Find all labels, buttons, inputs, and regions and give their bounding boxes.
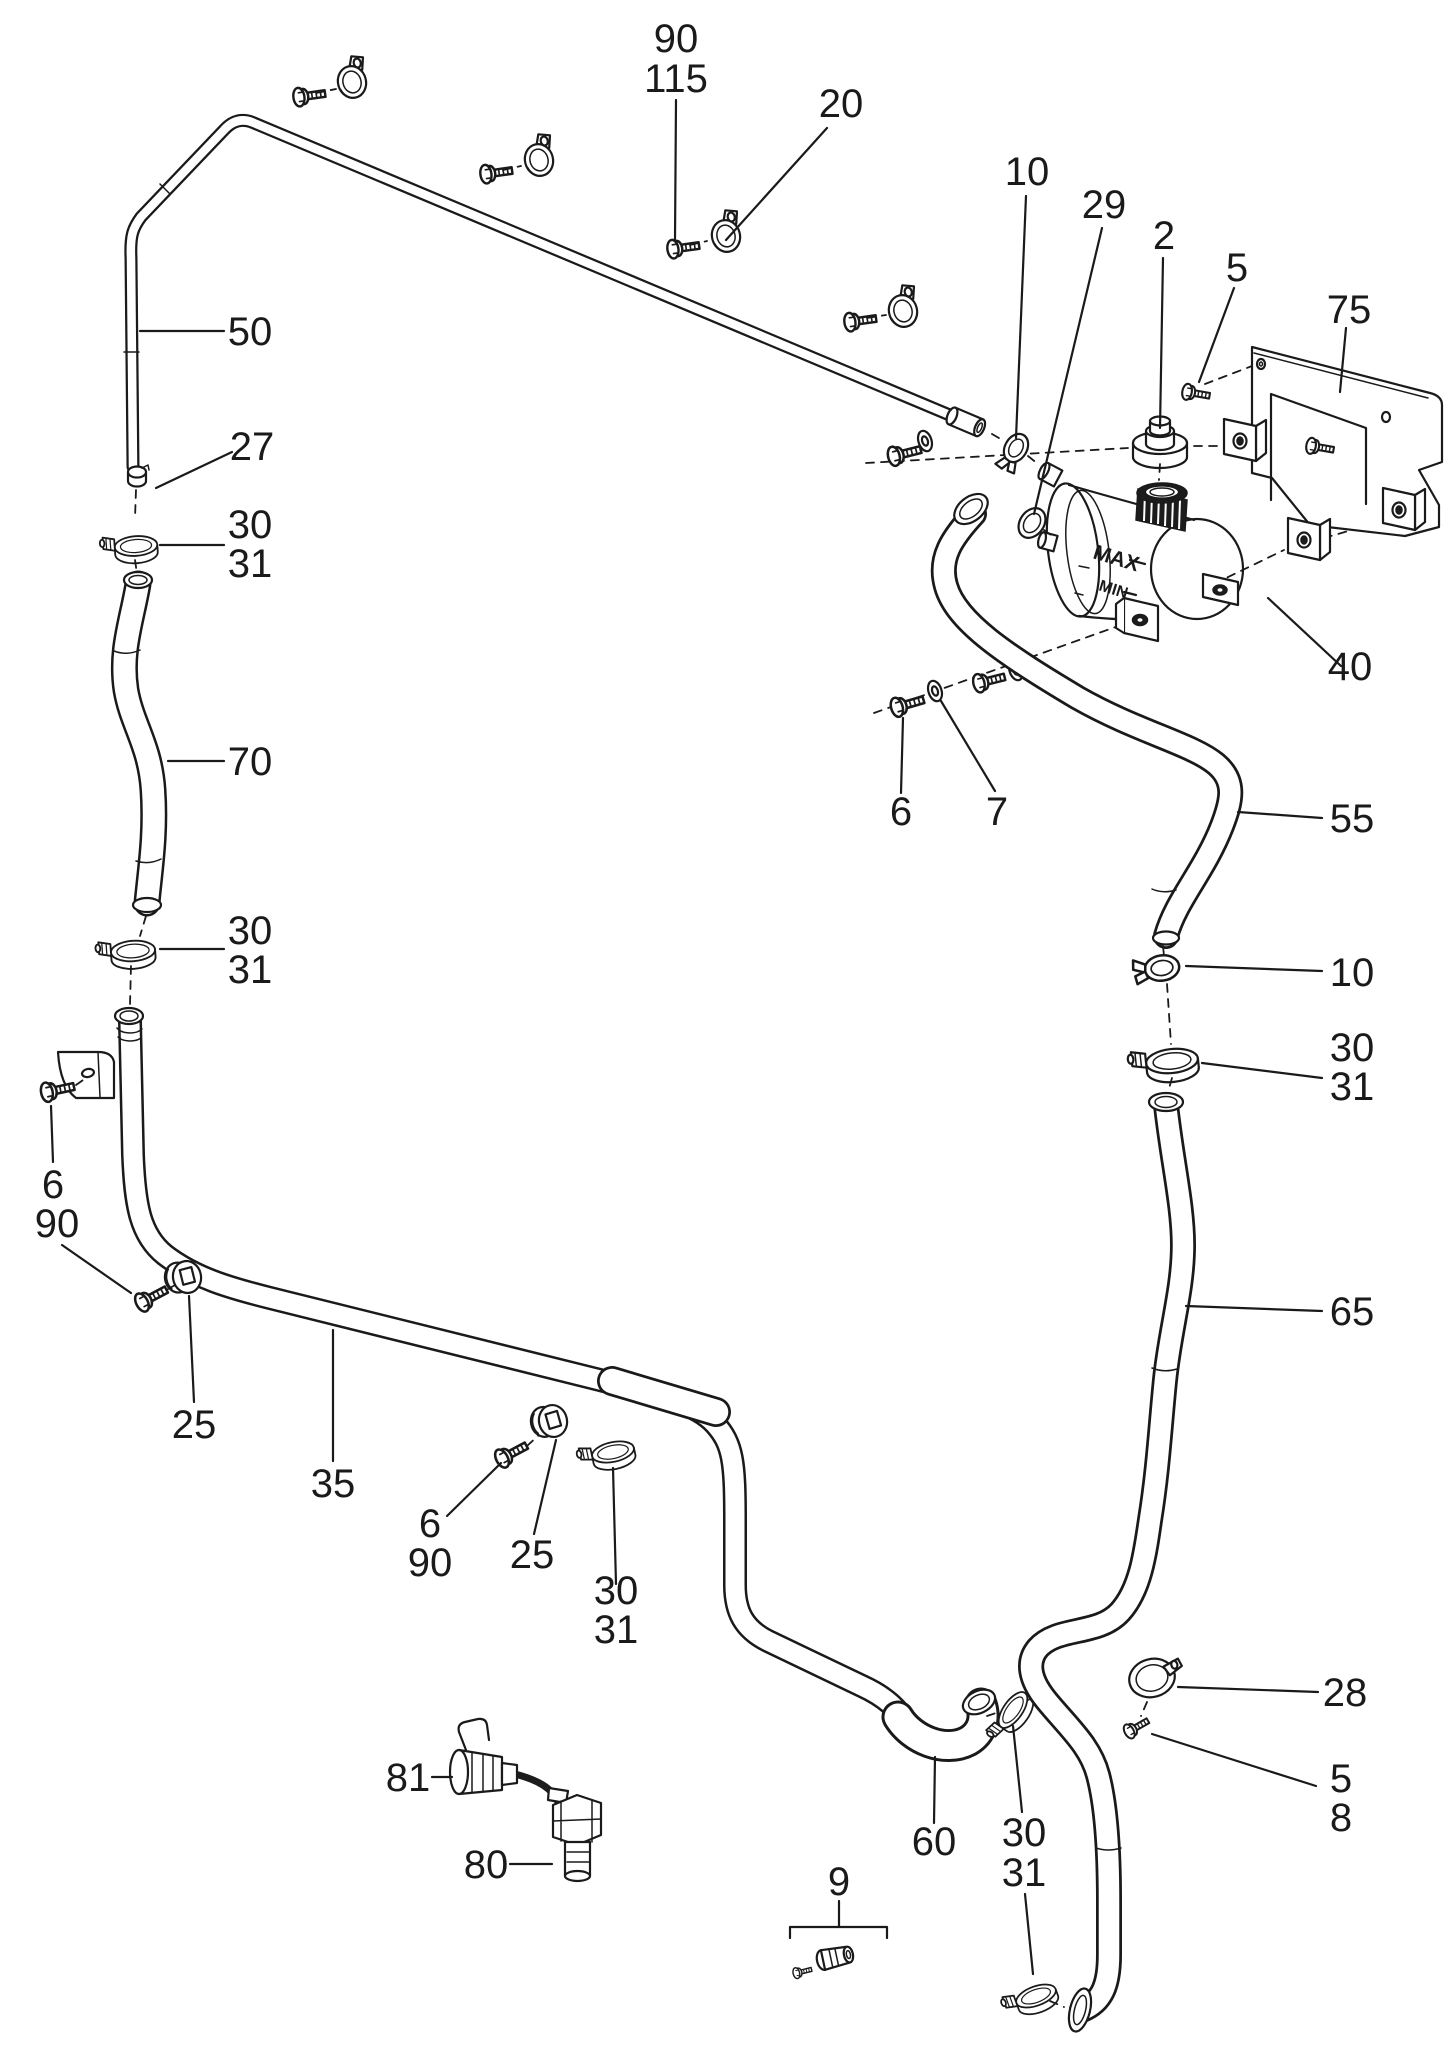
callout-7: 7 — [986, 790, 1008, 834]
callout-30-c: 30 — [594, 1569, 639, 1613]
clip-screw-90 — [664, 235, 702, 261]
callout-90-top: 90 — [654, 17, 699, 61]
reservoir-tank-40: MAX MIN — [1036, 461, 1245, 643]
bracket-standoff-tab — [1286, 516, 1332, 562]
loop-clamp-115 — [881, 281, 925, 332]
callout-27: 27 — [230, 425, 275, 469]
clip-screw-90 — [841, 308, 879, 334]
pipe-clip-hardware — [290, 52, 925, 334]
bolt-6 — [884, 438, 925, 469]
callout-30-b: 30 — [228, 909, 273, 953]
callout-31-e: 31 — [1002, 1851, 1047, 1895]
mounting-bracket-75 — [1222, 345, 1444, 562]
callout-30-f: 30 — [1330, 1026, 1375, 1070]
tank-port — [1037, 461, 1064, 488]
hose-clamp-30-31 — [98, 532, 160, 567]
bracket-screw-5 — [1179, 382, 1212, 405]
retainer-clamp-28 — [1128, 1657, 1183, 1699]
temp-sensor-80 — [546, 1786, 603, 1883]
callout-8: 8 — [1330, 1796, 1352, 1840]
callout-20: 20 — [819, 82, 864, 126]
callout-31-b: 31 — [228, 948, 273, 992]
callout-6-mid: 6 — [419, 1502, 441, 1546]
callout-6-tank: 6 — [890, 790, 912, 834]
pipe-end-fitting — [945, 406, 987, 438]
hose-70 — [110, 570, 168, 917]
callout-115: 115 — [644, 57, 708, 101]
tank-mounting-tab — [1201, 572, 1240, 607]
loop-clamp-115 — [517, 130, 561, 181]
overflow-pipe-50 — [123, 113, 1039, 474]
callout-75: 75 — [1327, 288, 1372, 332]
callout-55: 55 — [1330, 797, 1375, 841]
callout-35: 35 — [311, 1462, 356, 1506]
callout-5-top: 5 — [1226, 246, 1248, 290]
seal-ring-29 — [1017, 507, 1047, 539]
callout-70: 70 — [228, 740, 273, 784]
hose-55 — [930, 492, 1244, 949]
callout-25-mid: 25 — [510, 1533, 555, 1577]
grommet-25 — [527, 1401, 572, 1443]
hose-clamp-30-31 — [94, 937, 158, 973]
callout-10-right: 10 — [1330, 951, 1375, 995]
bolt-6 — [887, 689, 928, 720]
spring-clamp-10 — [992, 428, 1035, 477]
callout-6-left: 6 — [42, 1163, 64, 1207]
callout-81: 81 — [386, 1756, 431, 1800]
callout-65: 65 — [1330, 1290, 1375, 1334]
bleeder-fitting-9 — [788, 1925, 889, 1981]
clip-screw-90 — [477, 160, 515, 186]
callout-90-left: 90 — [35, 1202, 80, 1246]
hose-60 — [881, 1687, 1000, 1762]
washer-7 — [924, 677, 946, 705]
callout-30-d: 30 — [1002, 1811, 1047, 1855]
tank-mounting-tab — [1114, 596, 1160, 643]
callout-30-a: 30 — [228, 503, 273, 547]
hose-clamp-30-31 — [574, 1436, 639, 1478]
loop-clamp-20 — [704, 206, 748, 257]
callout-80: 80 — [464, 1843, 509, 1887]
callout-5-bottom: 5 — [1330, 1757, 1352, 1801]
callout-2: 2 — [1153, 214, 1175, 258]
bracket-standoff-tab — [1381, 486, 1427, 532]
callout-labels: 90 115 20 10 29 2 5 75 50 27 30 31 70 40… — [35, 17, 1375, 1904]
callout-50: 50 — [228, 310, 273, 354]
pipe-cap-27 — [126, 463, 151, 488]
callout-9: 9 — [828, 1860, 850, 1904]
leader-lines — [49, 98, 1348, 1976]
callout-60: 60 — [912, 1820, 957, 1864]
clip-screw-90 — [290, 83, 328, 109]
callout-29: 29 — [1082, 183, 1127, 227]
callout-10-top: 10 — [1005, 150, 1050, 194]
spring-clamp-10 — [1130, 951, 1183, 986]
callout-31-f: 31 — [1330, 1065, 1375, 1109]
tank-port — [1036, 531, 1059, 553]
callout-31-c: 31 — [594, 1608, 639, 1652]
tank-filler-neck — [1135, 482, 1188, 532]
hose-clamp-30-31 — [1125, 1044, 1202, 1088]
feed-pipe-35 — [113, 1006, 920, 1737]
callout-90-mid: 90 — [408, 1541, 453, 1585]
hose-65 — [1018, 1091, 1196, 2033]
callout-31-a: 31 — [228, 542, 273, 586]
callout-40: 40 — [1328, 645, 1373, 689]
callout-25-left: 25 — [172, 1403, 217, 1447]
bracket-standoff-tab — [1222, 417, 1268, 463]
screw-5-8 — [1120, 1713, 1153, 1742]
sensor-connector-81 — [448, 1717, 562, 1806]
loop-clamp-115 — [330, 52, 374, 103]
flange-screw-90 — [131, 1279, 173, 1316]
callout-28: 28 — [1323, 1671, 1368, 1715]
